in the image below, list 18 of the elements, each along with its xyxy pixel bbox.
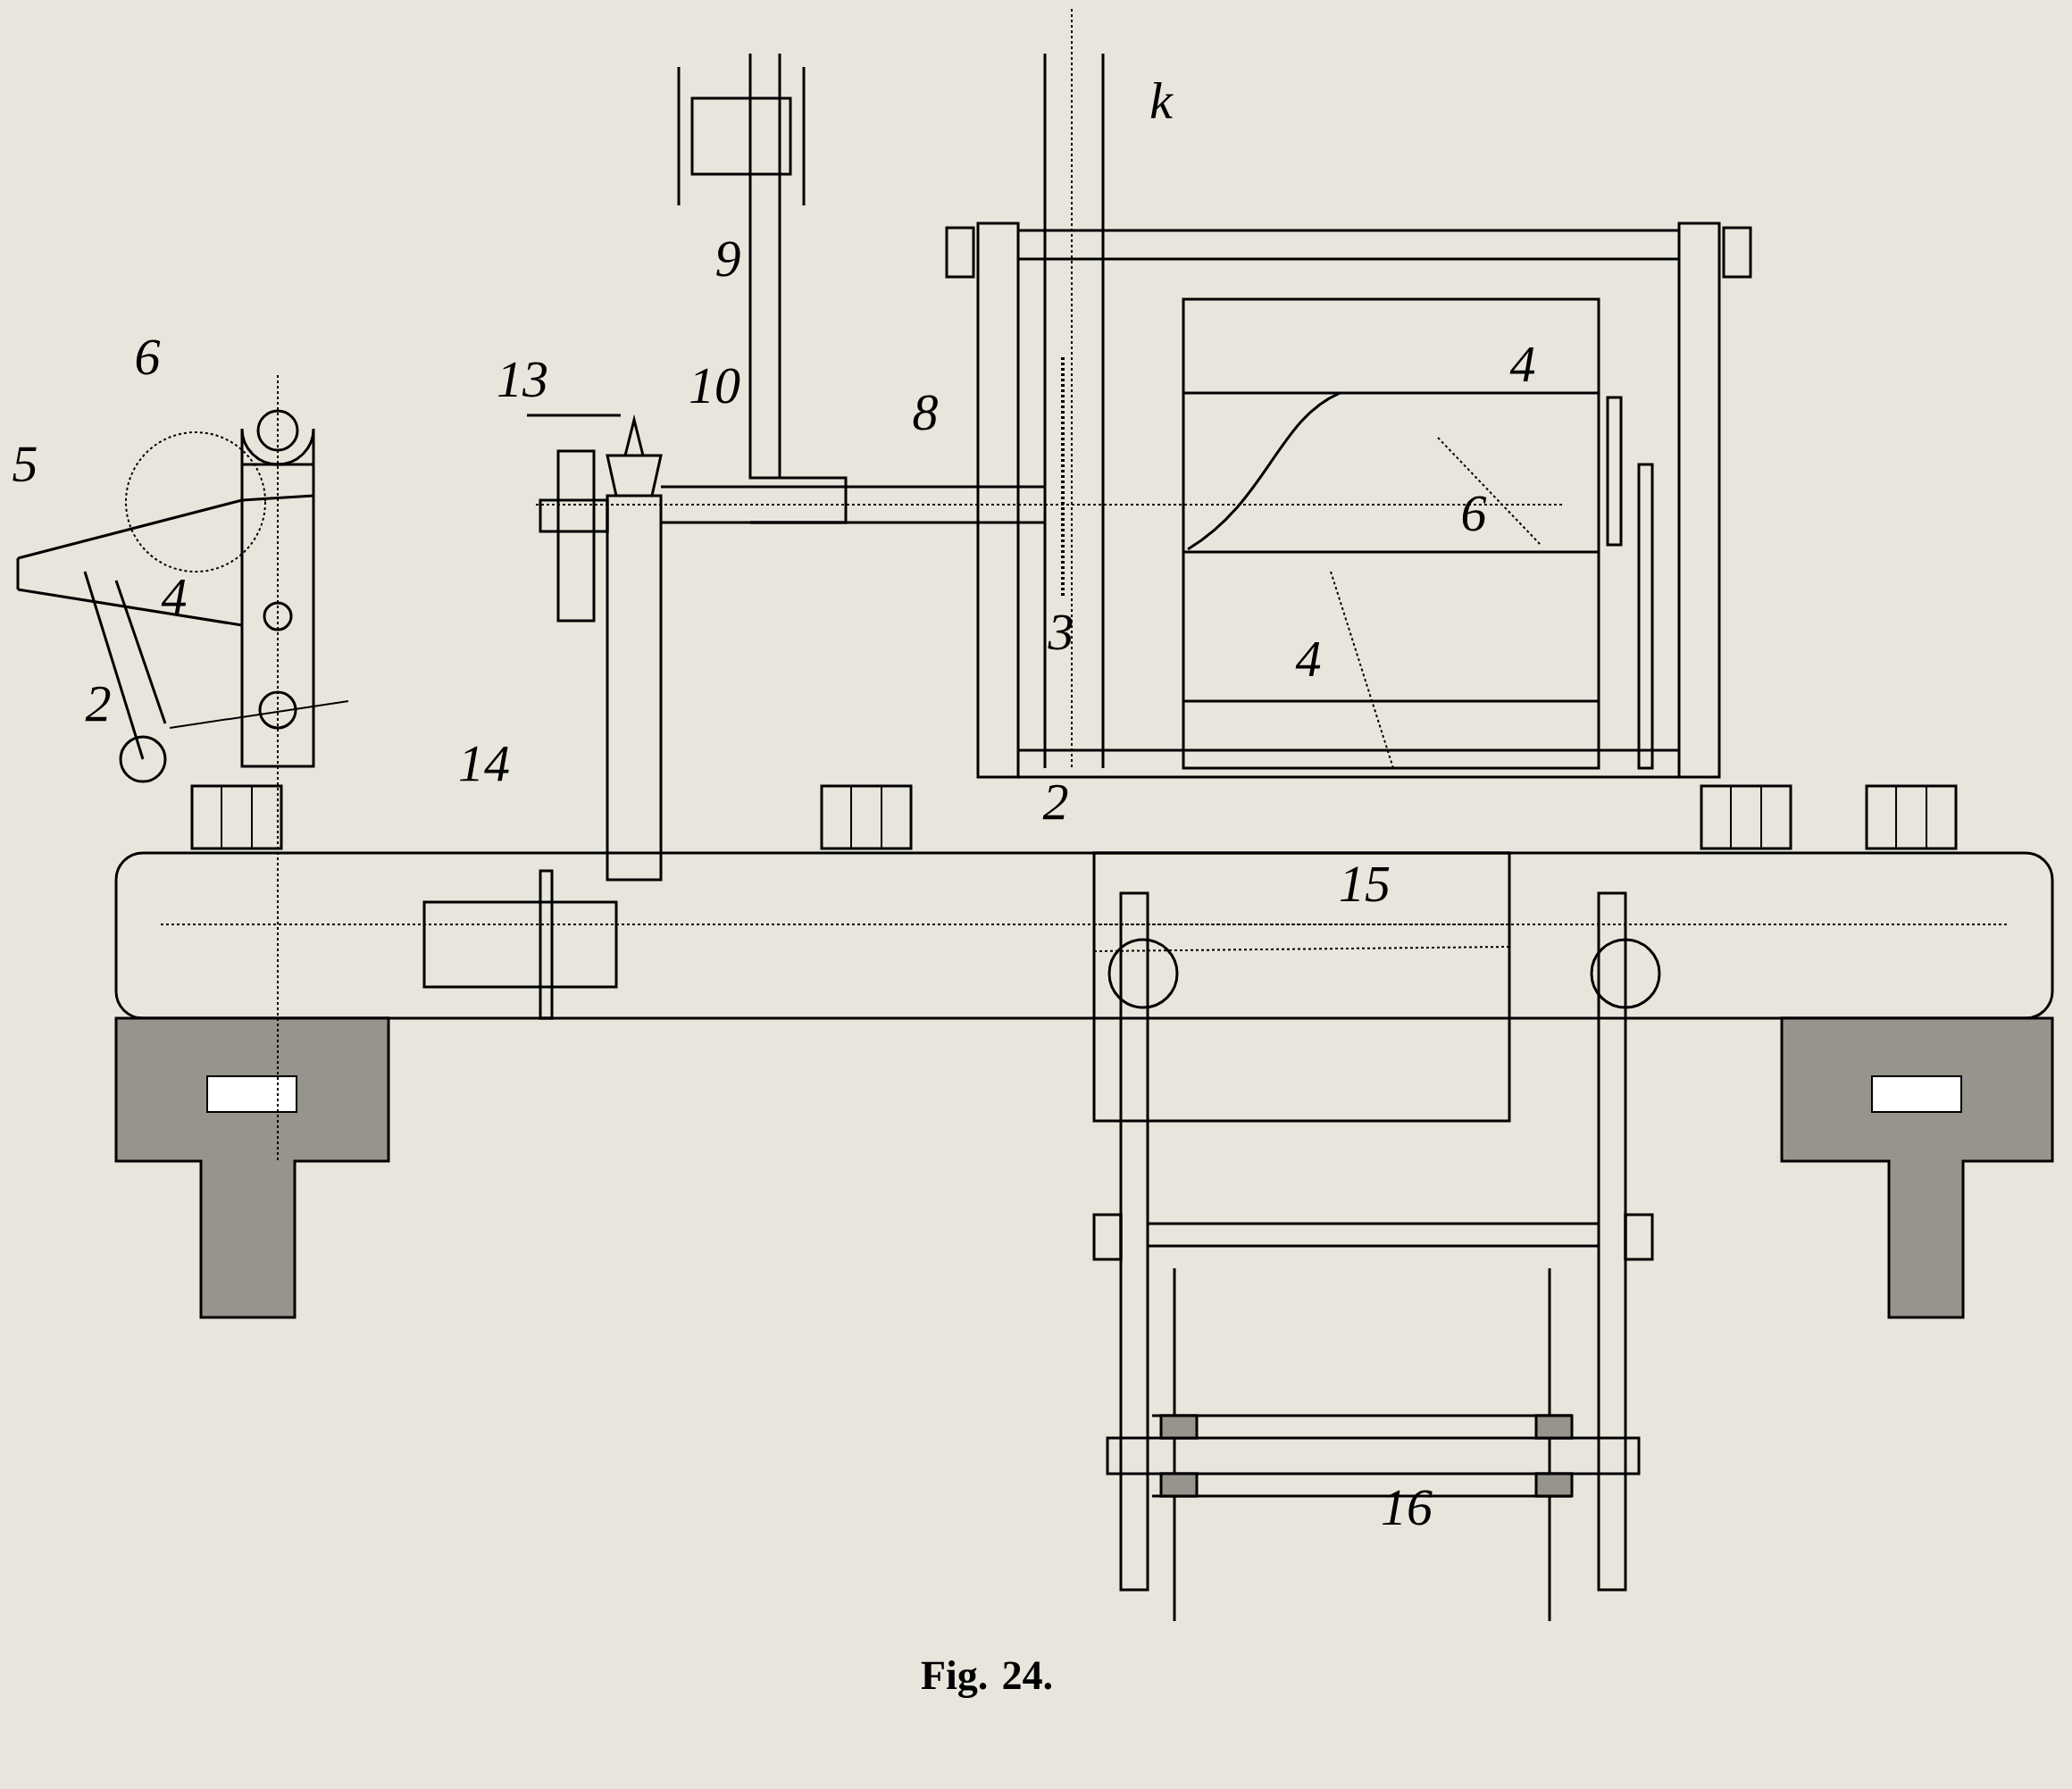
callout-number: 4 <box>1509 347 1535 382</box>
callout-number: 4 <box>161 579 187 614</box>
callout-number: 9 <box>716 241 740 277</box>
callout-number: 8 <box>913 395 938 431</box>
callout-number: 6 <box>1462 496 1487 531</box>
callout-number: 14 <box>460 746 509 782</box>
callout-number: 10 <box>690 368 740 404</box>
figure-caption: Fig. 24. <box>921 1660 1052 1699</box>
callout-number: 5 <box>13 447 37 482</box>
callout-number: k <box>1150 81 1174 119</box>
callout-number: 3 <box>1048 614 1073 650</box>
callout-number: 2 <box>1042 784 1068 820</box>
callout-number: 6 <box>136 339 161 375</box>
callout-number: 4 <box>1295 641 1321 677</box>
callout-number: 15 <box>1341 866 1390 902</box>
callout-number: 2 <box>85 686 111 722</box>
callout-number: 16 <box>1383 1490 1433 1526</box>
callout-number: 13 <box>498 362 547 397</box>
